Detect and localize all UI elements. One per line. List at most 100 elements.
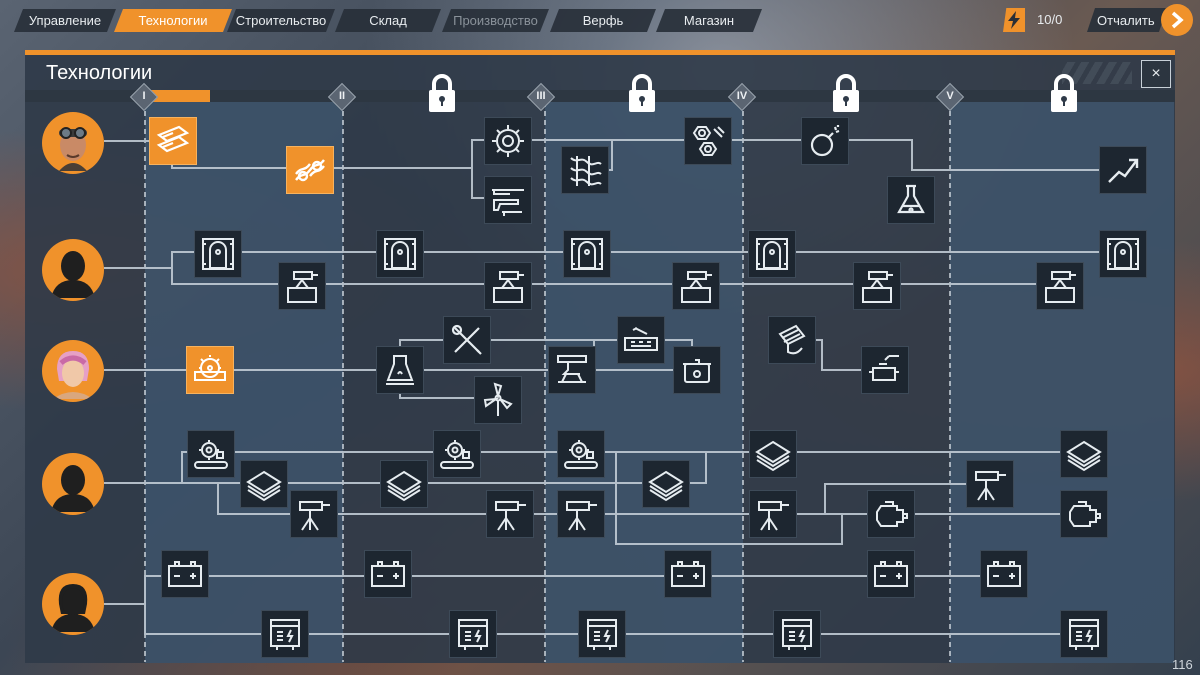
circular-saw-icon	[194, 355, 226, 381]
turret-icon	[493, 271, 524, 303]
battery-icon	[671, 561, 705, 587]
safe-door-tech-1[interactable]	[194, 230, 242, 278]
tripod-gun-tech-5[interactable]	[966, 460, 1014, 508]
tools-tech[interactable]	[443, 316, 491, 364]
plating-tech-2[interactable]	[380, 460, 428, 508]
tab-shipyard[interactable]: Верфь	[550, 9, 656, 32]
decorative-stripes	[1062, 62, 1132, 84]
battery-tech-1[interactable]	[161, 550, 209, 598]
avatar-pink-hair[interactable]	[42, 340, 104, 402]
turret-tech-1[interactable]	[278, 262, 326, 310]
safe-door-icon	[756, 238, 788, 270]
energy-count: 10/0	[1037, 12, 1063, 27]
power-cabinet-icon	[782, 619, 812, 650]
plating-tech-5[interactable]	[1060, 430, 1108, 478]
avatar-unknown-3[interactable]	[42, 573, 104, 635]
close-button[interactable]: ×	[1141, 60, 1171, 88]
gear-ring-icon	[492, 125, 524, 157]
safe-door-tech-3[interactable]	[563, 230, 611, 278]
assembly-line-tech-1[interactable]	[187, 430, 235, 478]
tripod-gun-tech-4[interactable]	[749, 490, 797, 538]
tripod-gun-tech-1[interactable]	[290, 490, 338, 538]
safe-door-tech-4[interactable]	[748, 230, 796, 278]
battery-tech-4[interactable]	[867, 550, 915, 598]
tripod-gun-icon	[758, 501, 789, 531]
turret-tech-4[interactable]	[853, 262, 901, 310]
sail-button[interactable]: Отчалить	[1087, 8, 1167, 32]
bolts-tech[interactable]	[684, 117, 732, 165]
tab-storage[interactable]: Склад	[335, 9, 441, 32]
engine-tools-tech[interactable]	[861, 346, 909, 394]
tier-label-1: I	[142, 90, 146, 102]
capacitor-tech-2[interactable]	[449, 610, 497, 658]
turret-tech-5[interactable]	[1036, 262, 1084, 310]
press-tech[interactable]	[548, 346, 596, 394]
net-fabric-tech[interactable]	[561, 146, 609, 194]
rope-tech[interactable]	[286, 146, 334, 194]
furnace-tech[interactable]	[376, 346, 424, 394]
electronics-tech[interactable]	[617, 316, 665, 364]
circuit-board-icon	[624, 327, 658, 351]
metal-plates-icon	[1066, 440, 1102, 472]
avatar-unknown-2[interactable]	[42, 453, 104, 515]
plating-tech-1[interactable]	[240, 460, 288, 508]
safe-door-tech-2[interactable]	[376, 230, 424, 278]
battery-tech-5[interactable]	[980, 550, 1028, 598]
capacitor-tech-5[interactable]	[1060, 610, 1108, 658]
capacitor-tech-3[interactable]	[578, 610, 626, 658]
tripod-gun-icon	[495, 501, 526, 531]
plating-tech-4[interactable]	[749, 430, 797, 478]
chemistry-flask-tech[interactable]	[887, 176, 935, 224]
pot-icon	[683, 359, 711, 383]
chevron-right-icon[interactable]	[1161, 4, 1193, 36]
sawmill-tech[interactable]	[186, 346, 234, 394]
tab-production[interactable]: Производство	[442, 9, 549, 32]
gear-ring-tech[interactable]	[484, 117, 532, 165]
tab-shop[interactable]: Магазин	[656, 9, 762, 32]
battery-tech-3[interactable]	[664, 550, 712, 598]
tripod-gun-icon	[566, 501, 597, 531]
engine-tech-2[interactable]	[1060, 490, 1108, 538]
wind-turbine-tech[interactable]	[474, 376, 522, 424]
page-number: 116	[1172, 657, 1193, 672]
bomb-tech[interactable]	[801, 117, 849, 165]
metal-plates-icon	[246, 470, 282, 502]
metal-plates-icon	[648, 470, 684, 502]
safe-door-tech-5[interactable]	[1099, 230, 1147, 278]
assembly-line-tech-3[interactable]	[557, 430, 605, 478]
tier-header-strip	[25, 90, 1175, 102]
rifle-parts-tech[interactable]	[484, 176, 532, 224]
furnace-icon	[386, 355, 414, 385]
turret-tech-3[interactable]	[672, 262, 720, 310]
tripod-gun-tech-2[interactable]	[486, 490, 534, 538]
trend-up-icon	[1108, 158, 1139, 183]
boiler-tech[interactable]	[673, 346, 721, 394]
wire-spool-tech[interactable]	[768, 316, 816, 364]
engine-tech-1[interactable]	[867, 490, 915, 538]
turret-icon	[1045, 271, 1076, 303]
tripod-gun-tech-3[interactable]	[557, 490, 605, 538]
turret-tech-2[interactable]	[484, 262, 532, 310]
tab-management[interactable]: Управление	[14, 9, 116, 32]
tab-technologies[interactable]: Технологии	[114, 9, 232, 32]
avatar-engineer-goggles[interactable]	[42, 112, 104, 174]
rope-icon	[295, 159, 325, 182]
safe-door-icon	[202, 238, 234, 270]
growth-chart-tech[interactable]	[1099, 146, 1147, 194]
turret-icon	[862, 271, 893, 303]
lock-icon	[833, 74, 859, 112]
battery-tech-2[interactable]	[364, 550, 412, 598]
avatar-unknown-1[interactable]	[42, 239, 104, 301]
tab-construction[interactable]: Строительство	[227, 9, 335, 32]
capacitor-tech-4[interactable]	[773, 610, 821, 658]
assembly-line-tech-2[interactable]	[433, 430, 481, 478]
flask-icon	[897, 184, 925, 214]
capacitor-tech-1[interactable]	[261, 610, 309, 658]
page-title: Технологии	[46, 62, 153, 84]
tripod-gun-icon	[299, 501, 330, 531]
tripod-gun-icon	[975, 471, 1006, 501]
gear-conveyor-icon	[564, 440, 598, 469]
wood-planks-tech[interactable]	[149, 117, 197, 165]
plating-tech-3[interactable]	[642, 460, 690, 508]
safe-door-icon	[571, 238, 603, 270]
